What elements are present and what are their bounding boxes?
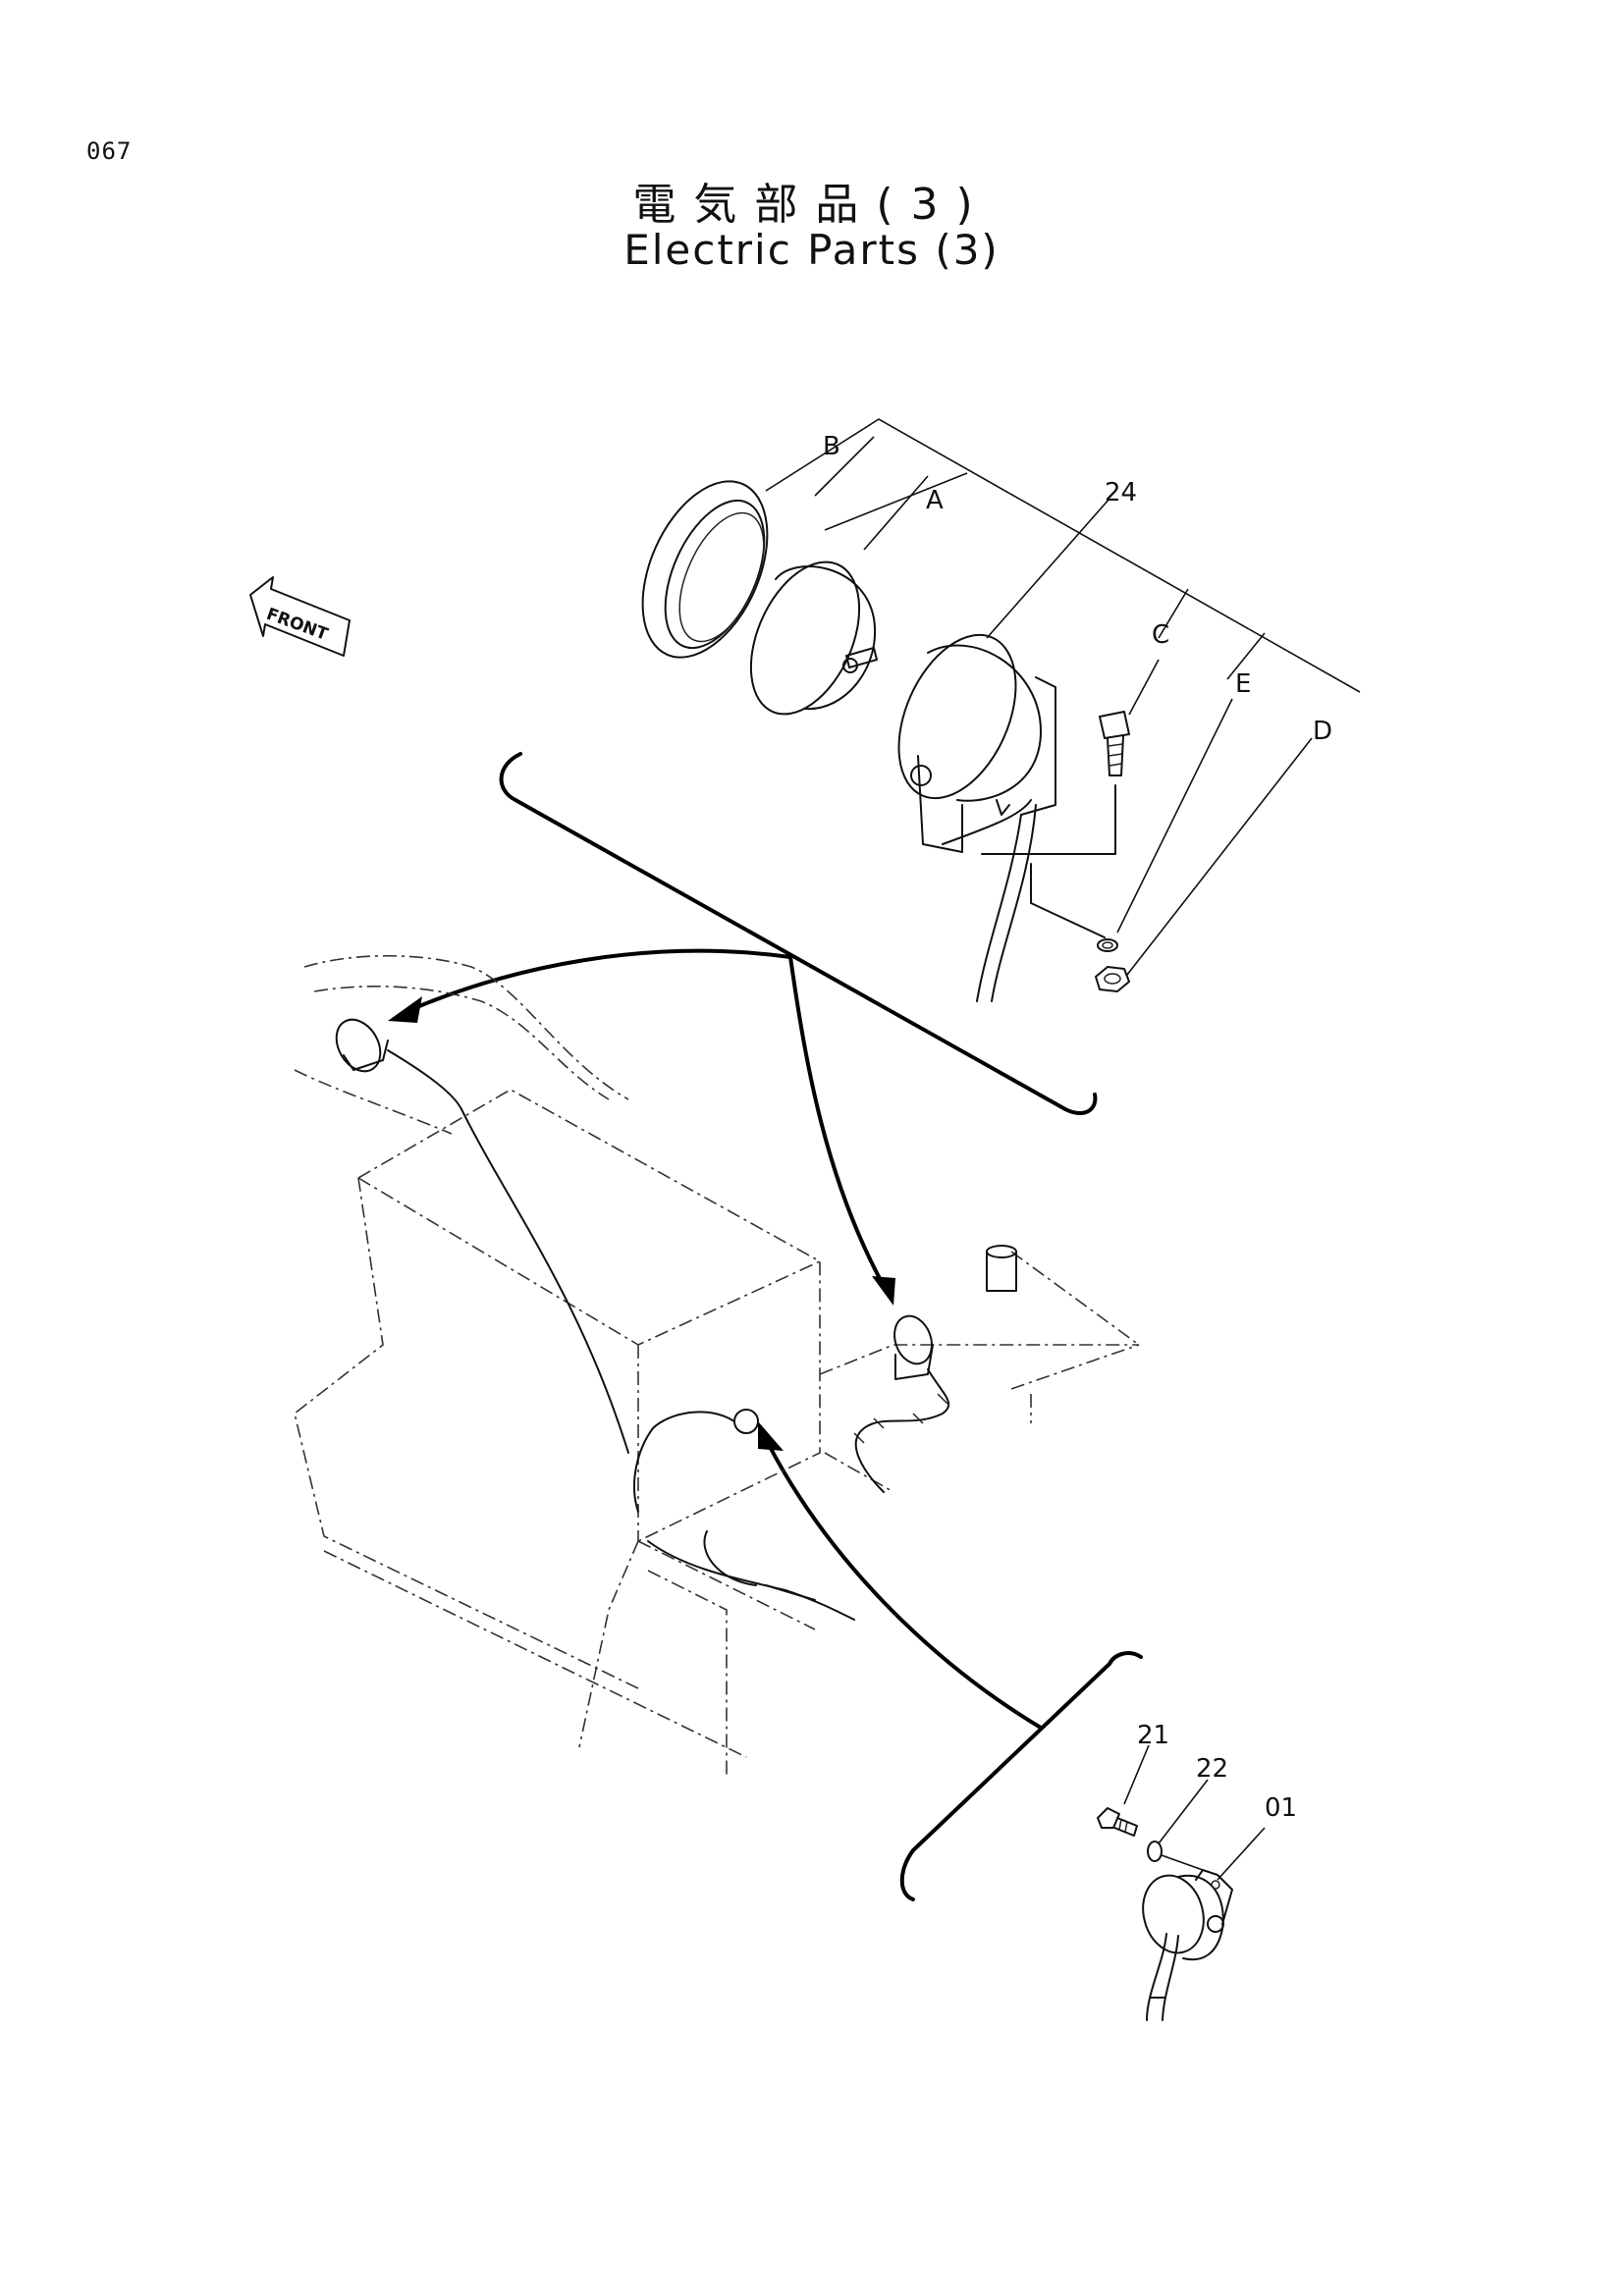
horn-installed [632,1409,855,1621]
callout-e: E [1235,669,1251,699]
page-number: 067 [86,137,133,165]
installation-arrows [388,948,1043,1730]
callout-b: B [823,432,840,461]
horn-exploded-view: 21 22 01 [1097,1721,1297,2021]
washer-part-e [1097,938,1118,952]
work-light-installed-middle [853,1314,950,1493]
lamp-rim-part-b [641,480,769,659]
callout-a: A [926,486,944,515]
callout-01: 01 [1265,1793,1297,1823]
lamp-unit-part-a [749,561,878,716]
bolt-part-21 [1097,1807,1138,1837]
callout-d: D [1313,717,1332,746]
front-label: FRONT [264,605,331,645]
nut-part-d [1095,966,1130,992]
bolt-part-c [1099,711,1130,776]
horn-part-01 [1142,1869,1233,2021]
page-title-japanese: 電気部品(3) [632,180,991,230]
detail-bracket-top [499,752,1098,1115]
washer-part-22 [1147,1841,1163,1862]
work-light-installed-left [335,1018,629,1454]
machine-body-outline [294,954,1140,1777]
page-title-english: Electric Parts (3) [623,226,1000,274]
callout-21: 21 [1137,1721,1169,1750]
callout-c: C [1152,620,1169,650]
front-arrow-icon: FRONT [249,576,351,657]
lamp-housing-part-24 [897,633,1056,1002]
work-light-exploded-view: B A 24 C E D [641,418,1361,1002]
detail-bracket-bottom [899,1651,1143,1901]
callout-22: 22 [1196,1754,1228,1784]
callout-24: 24 [1105,478,1137,507]
